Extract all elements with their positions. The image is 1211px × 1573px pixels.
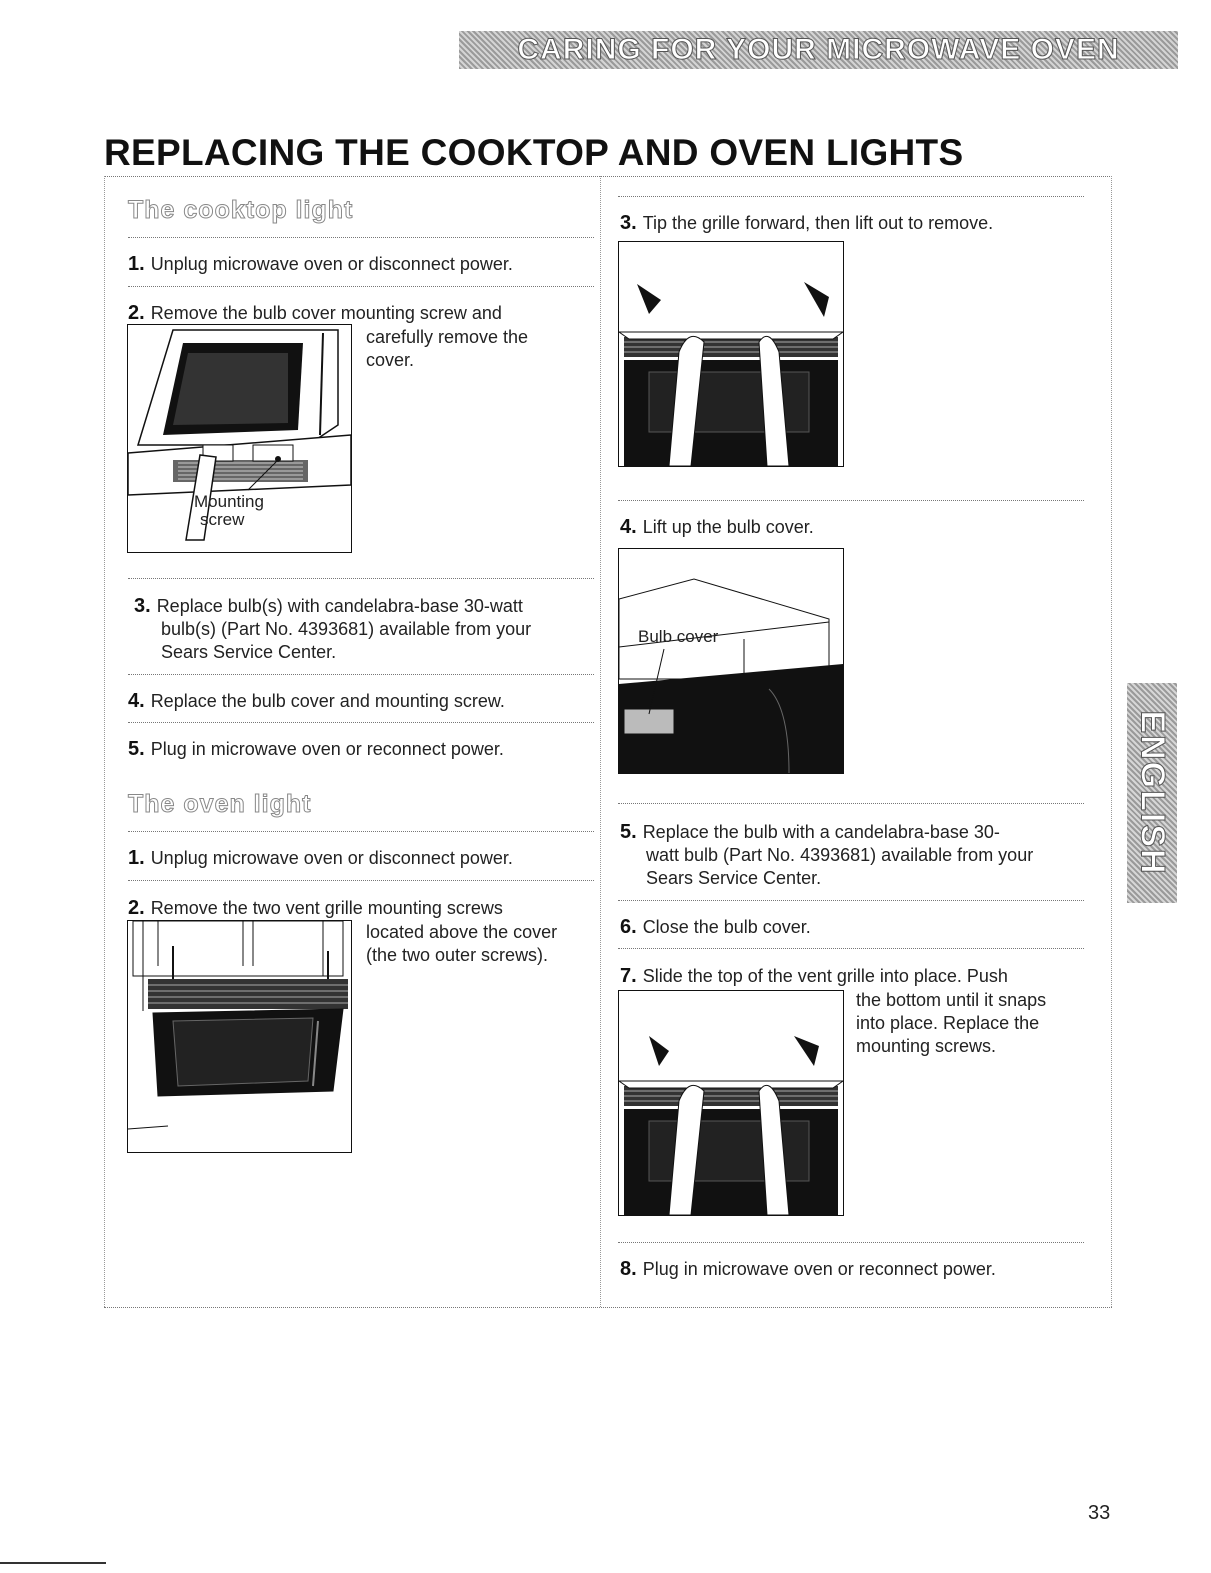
- cooktop-step-1: 1.Unplug microwave oven or disconnect po…: [128, 253, 513, 276]
- step-number: 2.: [128, 302, 145, 324]
- divider: [128, 722, 594, 723]
- step-text: mounting screws.: [856, 1036, 997, 1056]
- step-number: 1.: [128, 847, 145, 869]
- step-number: 3.: [134, 595, 151, 617]
- oven-step-7: 7.Slide the top of the vent grille into …: [620, 965, 1008, 988]
- divider: [128, 831, 594, 832]
- language-tab-text: ENGLISH: [1133, 710, 1172, 876]
- bulb-cover-illustration: [619, 578, 843, 773]
- page-number: 33: [1088, 1502, 1111, 1524]
- section-banner-text: CARING FOR YOUR MICROWAVE OVEN: [517, 33, 1120, 67]
- step-text: into place. Replace the: [856, 1013, 1040, 1033]
- step-text: Tip the grille forward, then lift out to…: [642, 213, 994, 233]
- cooktop-step-5: 5.Plug in microwave oven or reconnect po…: [128, 738, 504, 761]
- step-text: located above the cover: [366, 922, 558, 942]
- hands-tipping-grille-illustration: [619, 282, 843, 466]
- cooktop-step-2-cont: carefully remove the cover.: [366, 326, 528, 372]
- oven-step-1: 1.Unplug microwave oven or disconnect po…: [128, 847, 513, 870]
- oven-step-2: 2.Remove the two vent grille mounting sc…: [128, 897, 503, 920]
- step-text: Replace bulb(s) with candelabra-base 30-…: [156, 596, 523, 616]
- step-text: bulb(s) (Part No. 4393681) available fro…: [161, 619, 532, 639]
- page-title: REPLACING THE COOKTOP AND OVEN LIGHTS: [104, 132, 964, 173]
- oven-step-8: 8.Plug in microwave oven or reconnect po…: [620, 1258, 996, 1281]
- divider: [618, 196, 1084, 197]
- frame-left: [104, 176, 105, 1307]
- step-number: 3.: [620, 212, 637, 234]
- frame-top: [104, 176, 1112, 177]
- step-text: Slide the top of the vent grille into pl…: [642, 966, 1008, 986]
- oven-heading: The oven light: [127, 790, 312, 819]
- figure-label: Bulb cover: [638, 627, 719, 646]
- footer-rule: [0, 1562, 106, 1564]
- divider: [128, 674, 594, 675]
- frame-right: [1111, 176, 1112, 1307]
- oven-step-7-cont: the bottom until it snaps into place. Re…: [856, 989, 1046, 1058]
- divider: [128, 880, 594, 881]
- oven-step-5: 5.Replace the bulb with a candelabra-bas…: [620, 821, 1033, 890]
- oven-step-3: 3.Tip the grille forward, then lift out …: [620, 212, 993, 235]
- step-number: 7.: [620, 965, 637, 987]
- figure-vent-grille-screws: [127, 920, 352, 1153]
- step-text: Sears Service Center.: [161, 642, 337, 662]
- step-text: Unplug microwave oven or disconnect powe…: [150, 848, 513, 868]
- figure-cooktop-mounting-screw: Mounting screw: [127, 324, 352, 553]
- step-text: Close the bulb cover.: [642, 917, 811, 937]
- oven-step-4: 4.Lift up the bulb cover.: [620, 516, 814, 539]
- step-text: Remove the bulb cover mounting screw and: [150, 303, 502, 323]
- oven-step-2-cont: located above the cover (the two outer s…: [366, 921, 557, 967]
- microwave-front-illustration: [128, 921, 348, 1130]
- step-text: Lift up the bulb cover.: [642, 517, 814, 537]
- step-text: cover.: [366, 350, 415, 370]
- step-number: 5.: [620, 821, 637, 843]
- step-text: watt bulb (Part No. 4393681) available f…: [646, 845, 1034, 865]
- step-text: the bottom until it snaps: [856, 990, 1047, 1010]
- step-number: 2.: [128, 897, 145, 919]
- section-banner: CARING FOR YOUR MICROWAVE OVEN: [459, 31, 1178, 69]
- microwave-underside-illustration: [128, 329, 351, 541]
- divider: [618, 500, 1084, 501]
- oven-step-6: 6.Close the bulb cover.: [620, 916, 811, 939]
- figure-label: Mounting screw: [194, 492, 264, 529]
- divider: [128, 237, 594, 238]
- step-number: 1.: [128, 253, 145, 275]
- step-number: 5.: [128, 738, 145, 760]
- step-text: Plug in microwave oven or reconnect powe…: [642, 1259, 996, 1279]
- cooktop-heading: The cooktop light: [127, 196, 354, 225]
- figure-bulb-cover: Bulb cover: [618, 548, 844, 774]
- step-number: 8.: [620, 1258, 637, 1280]
- step-number: 4.: [128, 690, 145, 712]
- cooktop-step-4: 4.Replace the bulb cover and mounting sc…: [128, 690, 505, 713]
- step-text: carefully remove the: [366, 327, 529, 347]
- divider: [618, 900, 1084, 901]
- step-number: 4.: [620, 516, 637, 538]
- step-text: Unplug microwave oven or disconnect powe…: [150, 254, 513, 274]
- cooktop-step-2: 2.Remove the bulb cover mounting screw a…: [128, 302, 502, 325]
- divider: [128, 286, 594, 287]
- step-number: 6.: [620, 916, 637, 938]
- step-text: Replace the bulb cover and mounting scre…: [150, 691, 505, 711]
- column-divider: [600, 176, 601, 1307]
- step-text: (the two outer screws).: [366, 945, 549, 965]
- figure-tip-grille: [618, 241, 844, 467]
- step-text: Remove the two vent grille mounting scre…: [150, 898, 503, 918]
- divider: [618, 1242, 1084, 1243]
- step-text: Replace the bulb with a candelabra-base …: [642, 822, 1000, 842]
- divider: [618, 803, 1084, 804]
- step-text: Sears Service Center.: [646, 868, 822, 888]
- cooktop-step-3: 3.Replace bulb(s) with candelabra-base 3…: [134, 595, 531, 664]
- step-text: Plug in microwave oven or reconnect powe…: [150, 739, 504, 759]
- divider: [618, 948, 1084, 949]
- frame-bottom: [104, 1307, 1112, 1308]
- language-tab: ENGLISH: [1127, 683, 1177, 903]
- hands-replacing-grille-illustration: [619, 1036, 843, 1215]
- figure-replace-grille: [618, 990, 844, 1216]
- divider: [128, 578, 594, 579]
